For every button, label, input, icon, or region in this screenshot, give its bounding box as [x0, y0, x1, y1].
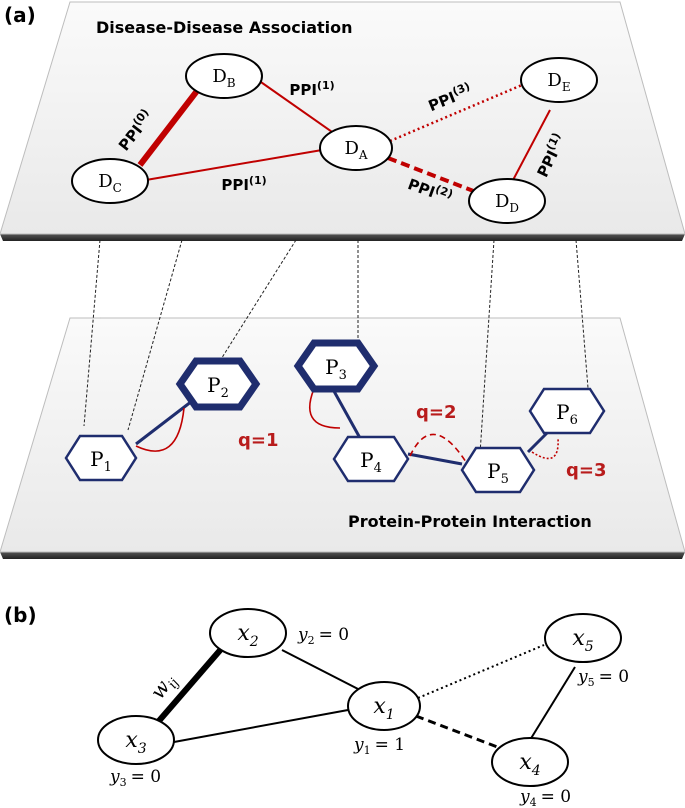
protein-node-p5: P5: [460, 446, 536, 494]
disease-edges: [137, 79, 551, 194]
protein-node-p2: P2: [175, 357, 261, 411]
edge-p1-p2: [135, 396, 197, 446]
disease-node-de: DE: [520, 57, 598, 103]
disease-node-db: DB: [185, 53, 263, 99]
edge-da-dd: [387, 156, 477, 194]
bottom-plane: [0, 317, 685, 559]
panel-b-label: (b): [4, 603, 37, 627]
edge-p4-p5: [407, 452, 463, 466]
edge-dc-db: [137, 85, 203, 167]
edge-dc-da: [145, 149, 323, 181]
protein-edges: [135, 383, 550, 466]
graph-node-x4: x4: [491, 737, 569, 787]
graph-node-x2: x2: [209, 608, 287, 658]
y-label-x4: y4= 0: [519, 787, 571, 808]
q-label-3: q=3: [566, 460, 607, 481]
svg-text:x5: x5: [572, 626, 593, 655]
protein-node-p4: P4: [332, 435, 410, 483]
q-label-1: q=1: [238, 430, 279, 451]
protein-node-p6: P6: [528, 387, 606, 435]
protein-node-p3: P3: [293, 339, 379, 393]
svg-text:DC: DC: [98, 171, 122, 195]
q1-path: [135, 407, 185, 452]
svg-text:P6: P6: [556, 400, 578, 428]
panel-a-label: (a): [4, 3, 36, 27]
ppi-label-ca: PPI(1): [221, 174, 266, 194]
svg-text:DB: DB: [212, 66, 235, 90]
ppi-label-ba: PPI(1): [289, 79, 334, 99]
plane-connectors: [83, 239, 589, 455]
edge-x2-x1: [281, 649, 361, 691]
edge-p3-p4: [328, 383, 362, 439]
protein-node-p1: P1: [64, 434, 138, 482]
q-label-2: q=2: [416, 402, 457, 423]
q3-path: [531, 437, 559, 460]
graph-edges: [155, 644, 576, 750]
svg-text:DD: DD: [495, 191, 519, 215]
svg-text:P1: P1: [90, 447, 112, 475]
top-plane-title: Disease-Disease Association: [96, 18, 353, 37]
svg-text:x2: x2: [237, 621, 258, 650]
y-label-x5: y5= 0: [577, 667, 629, 689]
bottom-plane-title: Protein-Protein Interaction: [348, 512, 592, 531]
y-label-x3: y3= 0: [109, 767, 161, 789]
svg-text:P2: P2: [207, 373, 229, 401]
q2-path: [409, 433, 467, 463]
y-label-x1: y1= 1: [353, 735, 405, 757]
svg-text:P5: P5: [487, 459, 509, 487]
graph-node-x1: x1: [347, 681, 421, 731]
svg-text:DA: DA: [344, 138, 367, 162]
svg-text:x4: x4: [519, 750, 540, 779]
edge-x4-x5: [529, 666, 576, 741]
graph-node-x3: x3: [97, 715, 175, 765]
edge-x3-x2: [155, 646, 225, 724]
edge-x1-x4: [415, 714, 501, 750]
top-plane: [0, 1, 685, 241]
disease-node-dc: DC: [71, 158, 149, 204]
svg-text:DE: DE: [547, 70, 570, 94]
edge-x3-x1: [173, 709, 349, 743]
edge-x1-x5: [417, 644, 545, 699]
svg-text:P4: P4: [360, 448, 382, 476]
svg-text:P3: P3: [325, 355, 347, 383]
svg-text:x1: x1: [373, 694, 394, 723]
svg-text:x3: x3: [125, 728, 146, 757]
edge-p5-p6: [526, 430, 550, 454]
disease-node-da: DA: [319, 125, 393, 171]
y-label-x2: y2= 0: [297, 625, 349, 647]
edge-dd-de: [511, 109, 551, 183]
edge-da-de: [389, 83, 523, 143]
disease-node-dd: DD: [468, 178, 546, 224]
edge-db-da: [257, 79, 336, 135]
graph-node-x5: x5: [544, 613, 622, 663]
